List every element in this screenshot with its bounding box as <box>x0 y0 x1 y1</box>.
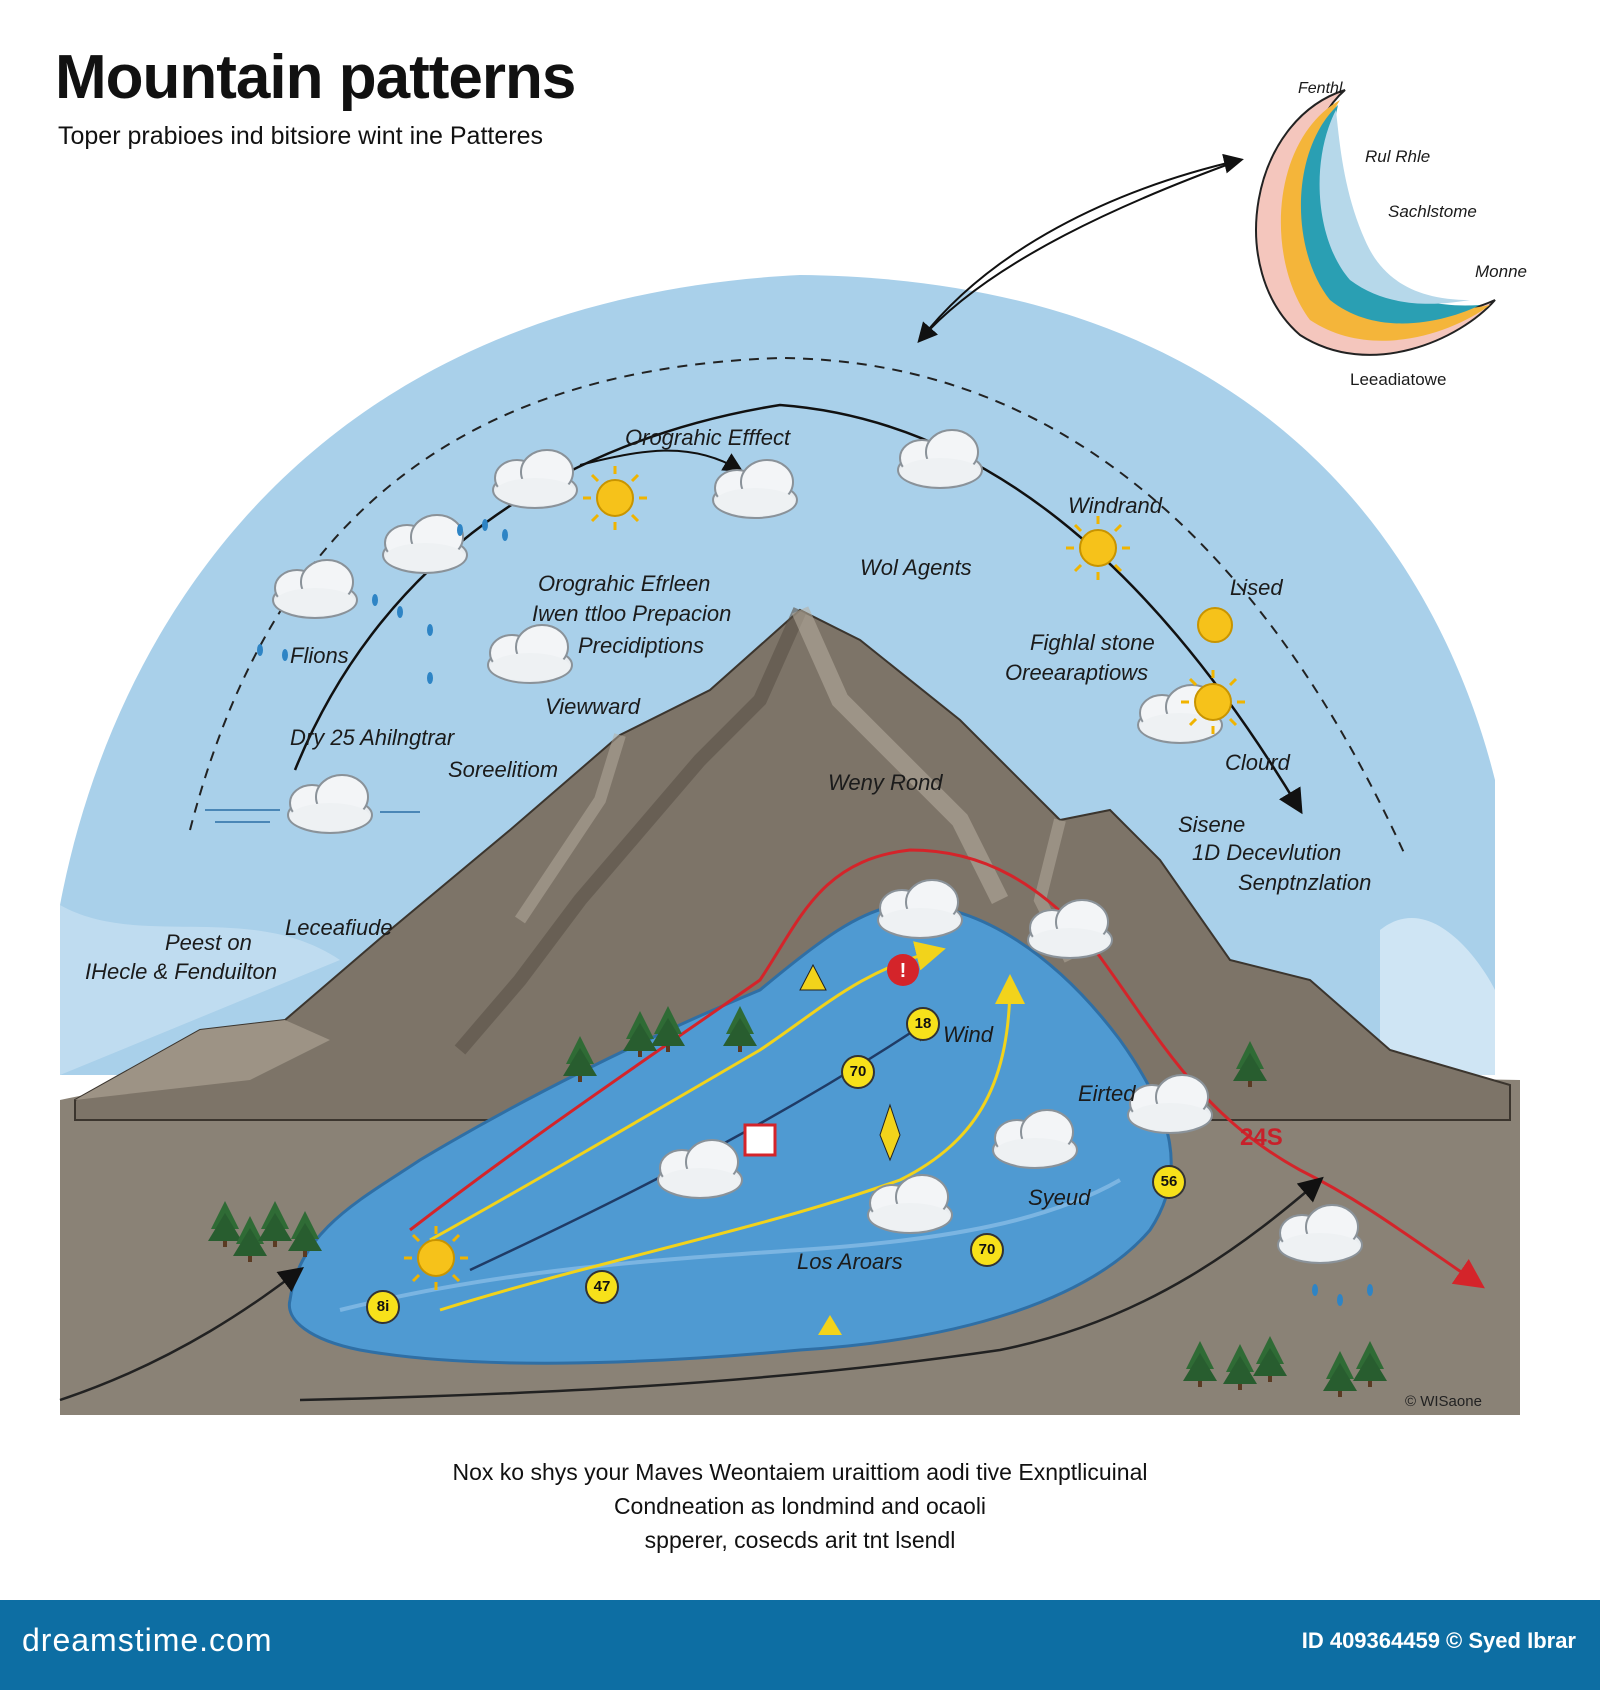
badge-70a: 70 <box>841 1055 875 1089</box>
badge-81: 8i <box>366 1290 400 1324</box>
inset-label-sachlstome: Sachlstome <box>1388 202 1477 222</box>
label-orographic-effect: Orograhic Efffect <box>625 425 790 451</box>
label-orographic-2: Orograhic Efrleen <box>538 571 710 597</box>
inset-label-rule: Rul Rhle <box>1365 147 1430 167</box>
caption-line-2: Condneation as londmind and ocaoli <box>0 1489 1600 1523</box>
footer-bar: dreamstime.com ID 409364459 © Syed Ibrar <box>0 1600 1600 1690</box>
label-deceleration: 1D Decevlution <box>1192 840 1341 866</box>
label-windrand: Windrand <box>1068 493 1162 519</box>
brand-link[interactable]: dreamstime.com <box>22 1622 273 1659</box>
label-cloud: Clourd <box>1225 750 1290 776</box>
label-precipitation: Iwen ttloo Prepacion <box>532 601 731 627</box>
label-precipitations: Precidiptions <box>578 633 704 659</box>
label-pest: Peest on <box>165 930 252 956</box>
label-flights: Fighlal stone <box>1030 630 1155 656</box>
label-eirted: Eirted <box>1078 1081 1135 1107</box>
caption: Nox ko shys your Maves Weontaiem uraitti… <box>0 1455 1600 1557</box>
badge-18: 18 <box>906 1007 940 1041</box>
svg-text:!: ! <box>900 960 907 982</box>
label-viewward: Viewward <box>545 694 640 720</box>
label-low-areas: Los Aroars <box>797 1249 903 1275</box>
label-24s: 24S <box>1240 1124 1283 1152</box>
label-wind-road: Weny Rond <box>828 770 943 796</box>
watermark-copyright: © WISaone <box>1405 1393 1482 1410</box>
inset-crescent-diagram <box>1256 90 1495 355</box>
label-soreelitiom: Soreelitiom <box>448 757 558 783</box>
badge-56: 56 <box>1152 1165 1186 1199</box>
inset-label-top: Fenthl <box>1298 80 1342 98</box>
label-iheele: IHecle & Fenduilton <box>85 959 277 985</box>
label-wind-agents: Wol Agents <box>860 555 972 581</box>
inset-label-monne: Monne <box>1475 262 1527 282</box>
badge-47: 47 <box>585 1270 619 1304</box>
image-credit: ID 409364459 © Syed Ibrar <box>1302 1628 1576 1654</box>
label-sisene: Sisene <box>1178 812 1245 838</box>
caption-line-3: spperer, cosecds arit tnt lsendl <box>0 1523 1600 1557</box>
label-flions: Flions <box>290 643 349 669</box>
badge-70b: 70 <box>970 1233 1004 1267</box>
label-dry-air: Dry 25 Ahilngtrar <box>290 725 454 751</box>
inset-label-bottom: Leeadiatowe <box>1350 370 1446 390</box>
label-wind: Wind <box>943 1022 993 1048</box>
label-leeade: Leceafiude <box>285 915 393 941</box>
label-oreearaptiows: Oreearaptiows <box>1005 660 1148 686</box>
label-lised: Lised <box>1230 575 1283 601</box>
caption-line-1: Nox ko shys your Maves Weontaiem uraitti… <box>0 1455 1600 1489</box>
label-syeud: Syeud <box>1028 1185 1090 1211</box>
label-sentplt: Senptnzlation <box>1238 870 1371 896</box>
